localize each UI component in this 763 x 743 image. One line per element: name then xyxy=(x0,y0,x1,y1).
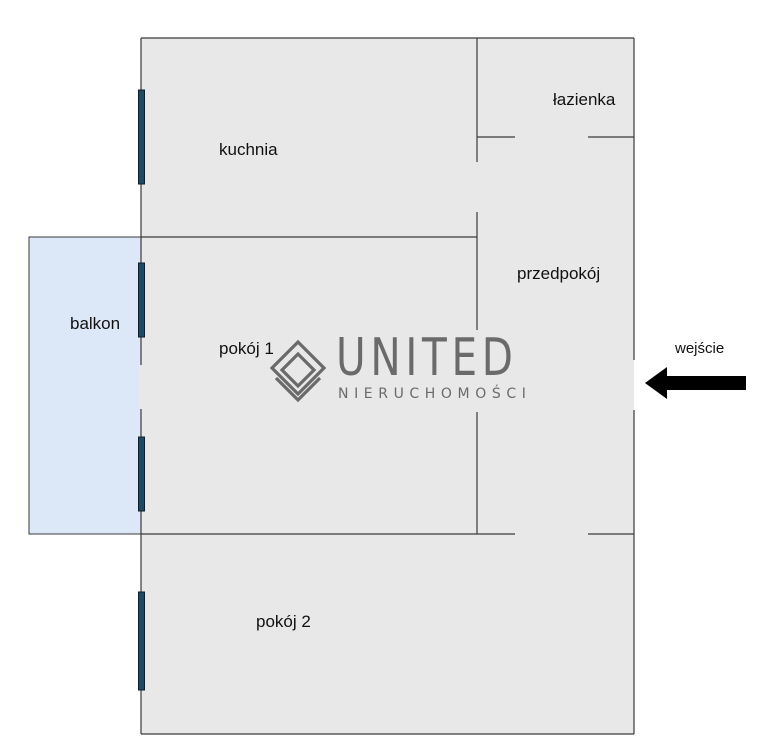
entrance-label: wejście xyxy=(675,340,725,357)
watermark-tagline: NIERUCHOMOŚCI xyxy=(338,386,532,402)
balcony-door-gap xyxy=(139,365,143,409)
window-room1-bottom xyxy=(138,436,145,512)
window-kitchen xyxy=(138,89,145,185)
room-label-kitchen: kuchnia xyxy=(219,140,278,159)
room-label-bathroom: łazienka xyxy=(553,90,616,109)
room-label-room1: pokój 1 xyxy=(219,339,274,358)
watermark-brand: UNITED xyxy=(336,328,518,388)
apartment-floor xyxy=(141,38,634,734)
window-room1-top xyxy=(138,262,145,338)
balcony-area xyxy=(28,236,142,535)
diamond-logo-icon xyxy=(269,339,327,403)
interior-walls xyxy=(141,38,634,535)
room-label-balcony: balkon xyxy=(70,314,121,333)
windows xyxy=(138,89,145,691)
window-room2 xyxy=(138,591,145,691)
room-label-hallway: przedpokój xyxy=(517,264,601,283)
arrow-left-icon xyxy=(645,367,746,399)
room-label-room2: pokój 2 xyxy=(256,612,311,631)
